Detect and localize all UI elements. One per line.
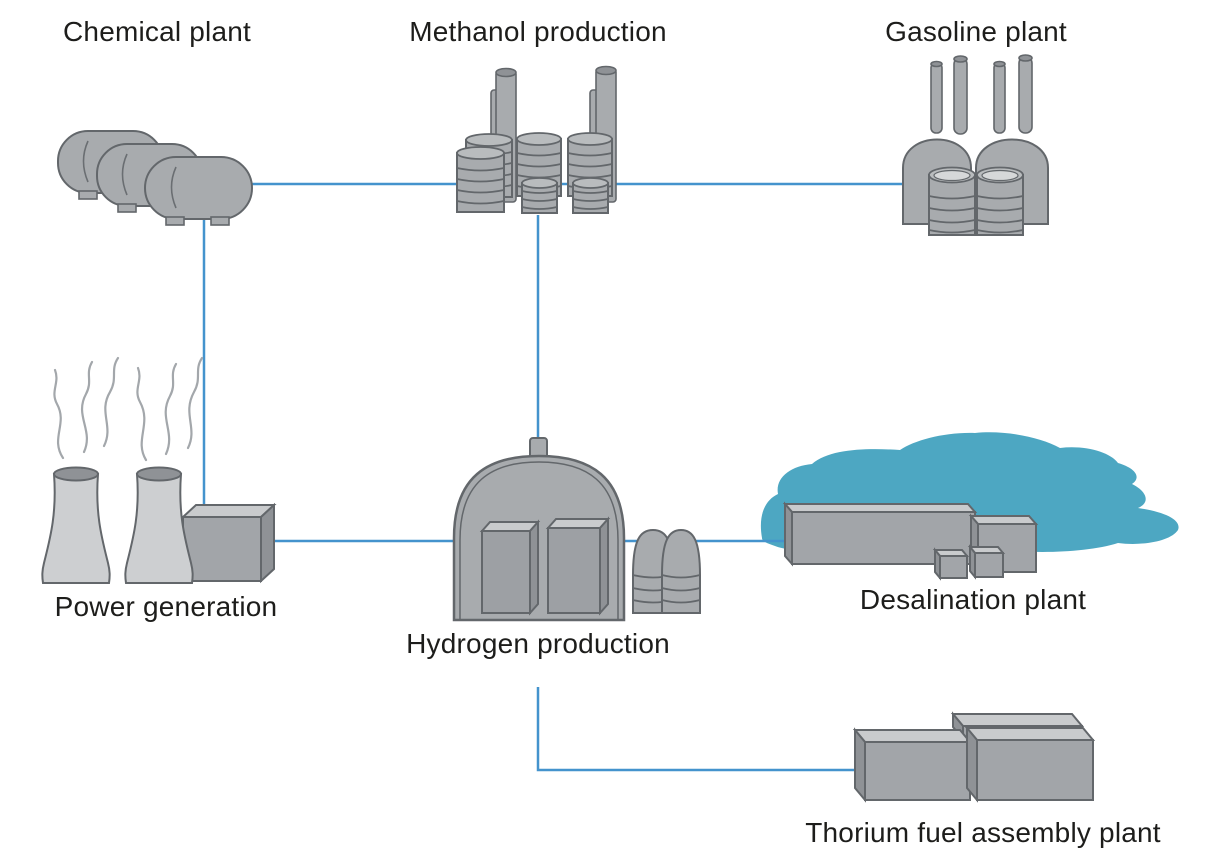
label-desalination-plant: Desalination plant [859, 584, 1087, 615]
reactor-dome-icon [452, 437, 701, 622]
label-gasoline-plant: Gasoline plant [885, 16, 1067, 47]
label-hydrogen-production: Hydrogen production [406, 628, 670, 659]
distillation-columns-icon [456, 65, 617, 214]
desalination-buildings-icon [782, 501, 1039, 581]
label-methanol-production: Methanol production [409, 16, 667, 47]
label-thorium-fuel-assembly-plant: Thorium fuel assembly plant [805, 817, 1161, 848]
fuel-assembly-buildings-icon [852, 711, 1096, 803]
storage-tanks-icon [57, 130, 253, 226]
label-chemical-plant: Chemical plant [63, 16, 251, 47]
cooling-towers-icon [41, 356, 277, 584]
label-power-generation: Power generation [54, 591, 278, 622]
refinery-domes-icon [902, 54, 1049, 236]
connection-hydrogen-thorium [536, 687, 857, 772]
